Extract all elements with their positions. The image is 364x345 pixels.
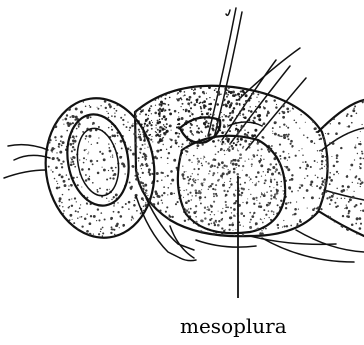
antenna-lines xyxy=(208,8,306,150)
legs xyxy=(136,196,364,262)
antenna-left xyxy=(4,145,50,178)
thorax xyxy=(134,79,328,241)
abdomen xyxy=(317,99,364,241)
head xyxy=(37,91,163,245)
structure-label: mesoplura xyxy=(180,314,287,338)
